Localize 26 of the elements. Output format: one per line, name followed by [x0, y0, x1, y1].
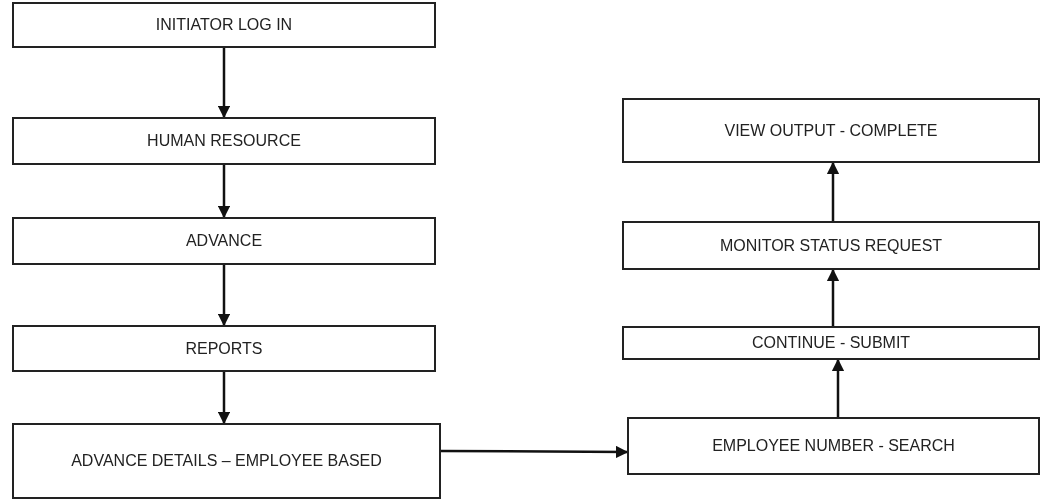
process-box — [12, 2, 436, 48]
process-box — [12, 325, 436, 372]
box-label: ADVANCE DETAILS – EMPLOYEE BASED — [70, 451, 383, 471]
box-label: EMPLOYEE NUMBER - SEARCH — [711, 436, 956, 456]
arrow — [826, 268, 840, 326]
process-box — [622, 98, 1040, 163]
arrow — [826, 161, 840, 221]
box-label: CONTINUE - SUBMIT — [750, 333, 912, 353]
box-label: MONITOR STATUS REQUEST — [718, 235, 944, 256]
box-label: INITIATOR LOG IN — [154, 15, 294, 35]
box-label: ADVANCE — [184, 231, 264, 251]
arrow — [217, 48, 231, 119]
arrow — [217, 165, 231, 219]
process-box — [622, 326, 1040, 360]
process-box — [12, 423, 441, 499]
box-label: VIEW OUTPUT - COMPLETE — [723, 120, 939, 141]
arrow — [831, 358, 845, 417]
box-label: REPORTS — [184, 338, 264, 359]
box-label: HUMAN RESOURCE — [146, 131, 302, 151]
arrow — [217, 265, 231, 327]
process-box — [12, 117, 436, 165]
arrow — [217, 372, 231, 425]
process-box — [12, 217, 436, 265]
process-box — [627, 417, 1040, 475]
arrow — [441, 445, 629, 459]
process-box — [622, 221, 1040, 270]
